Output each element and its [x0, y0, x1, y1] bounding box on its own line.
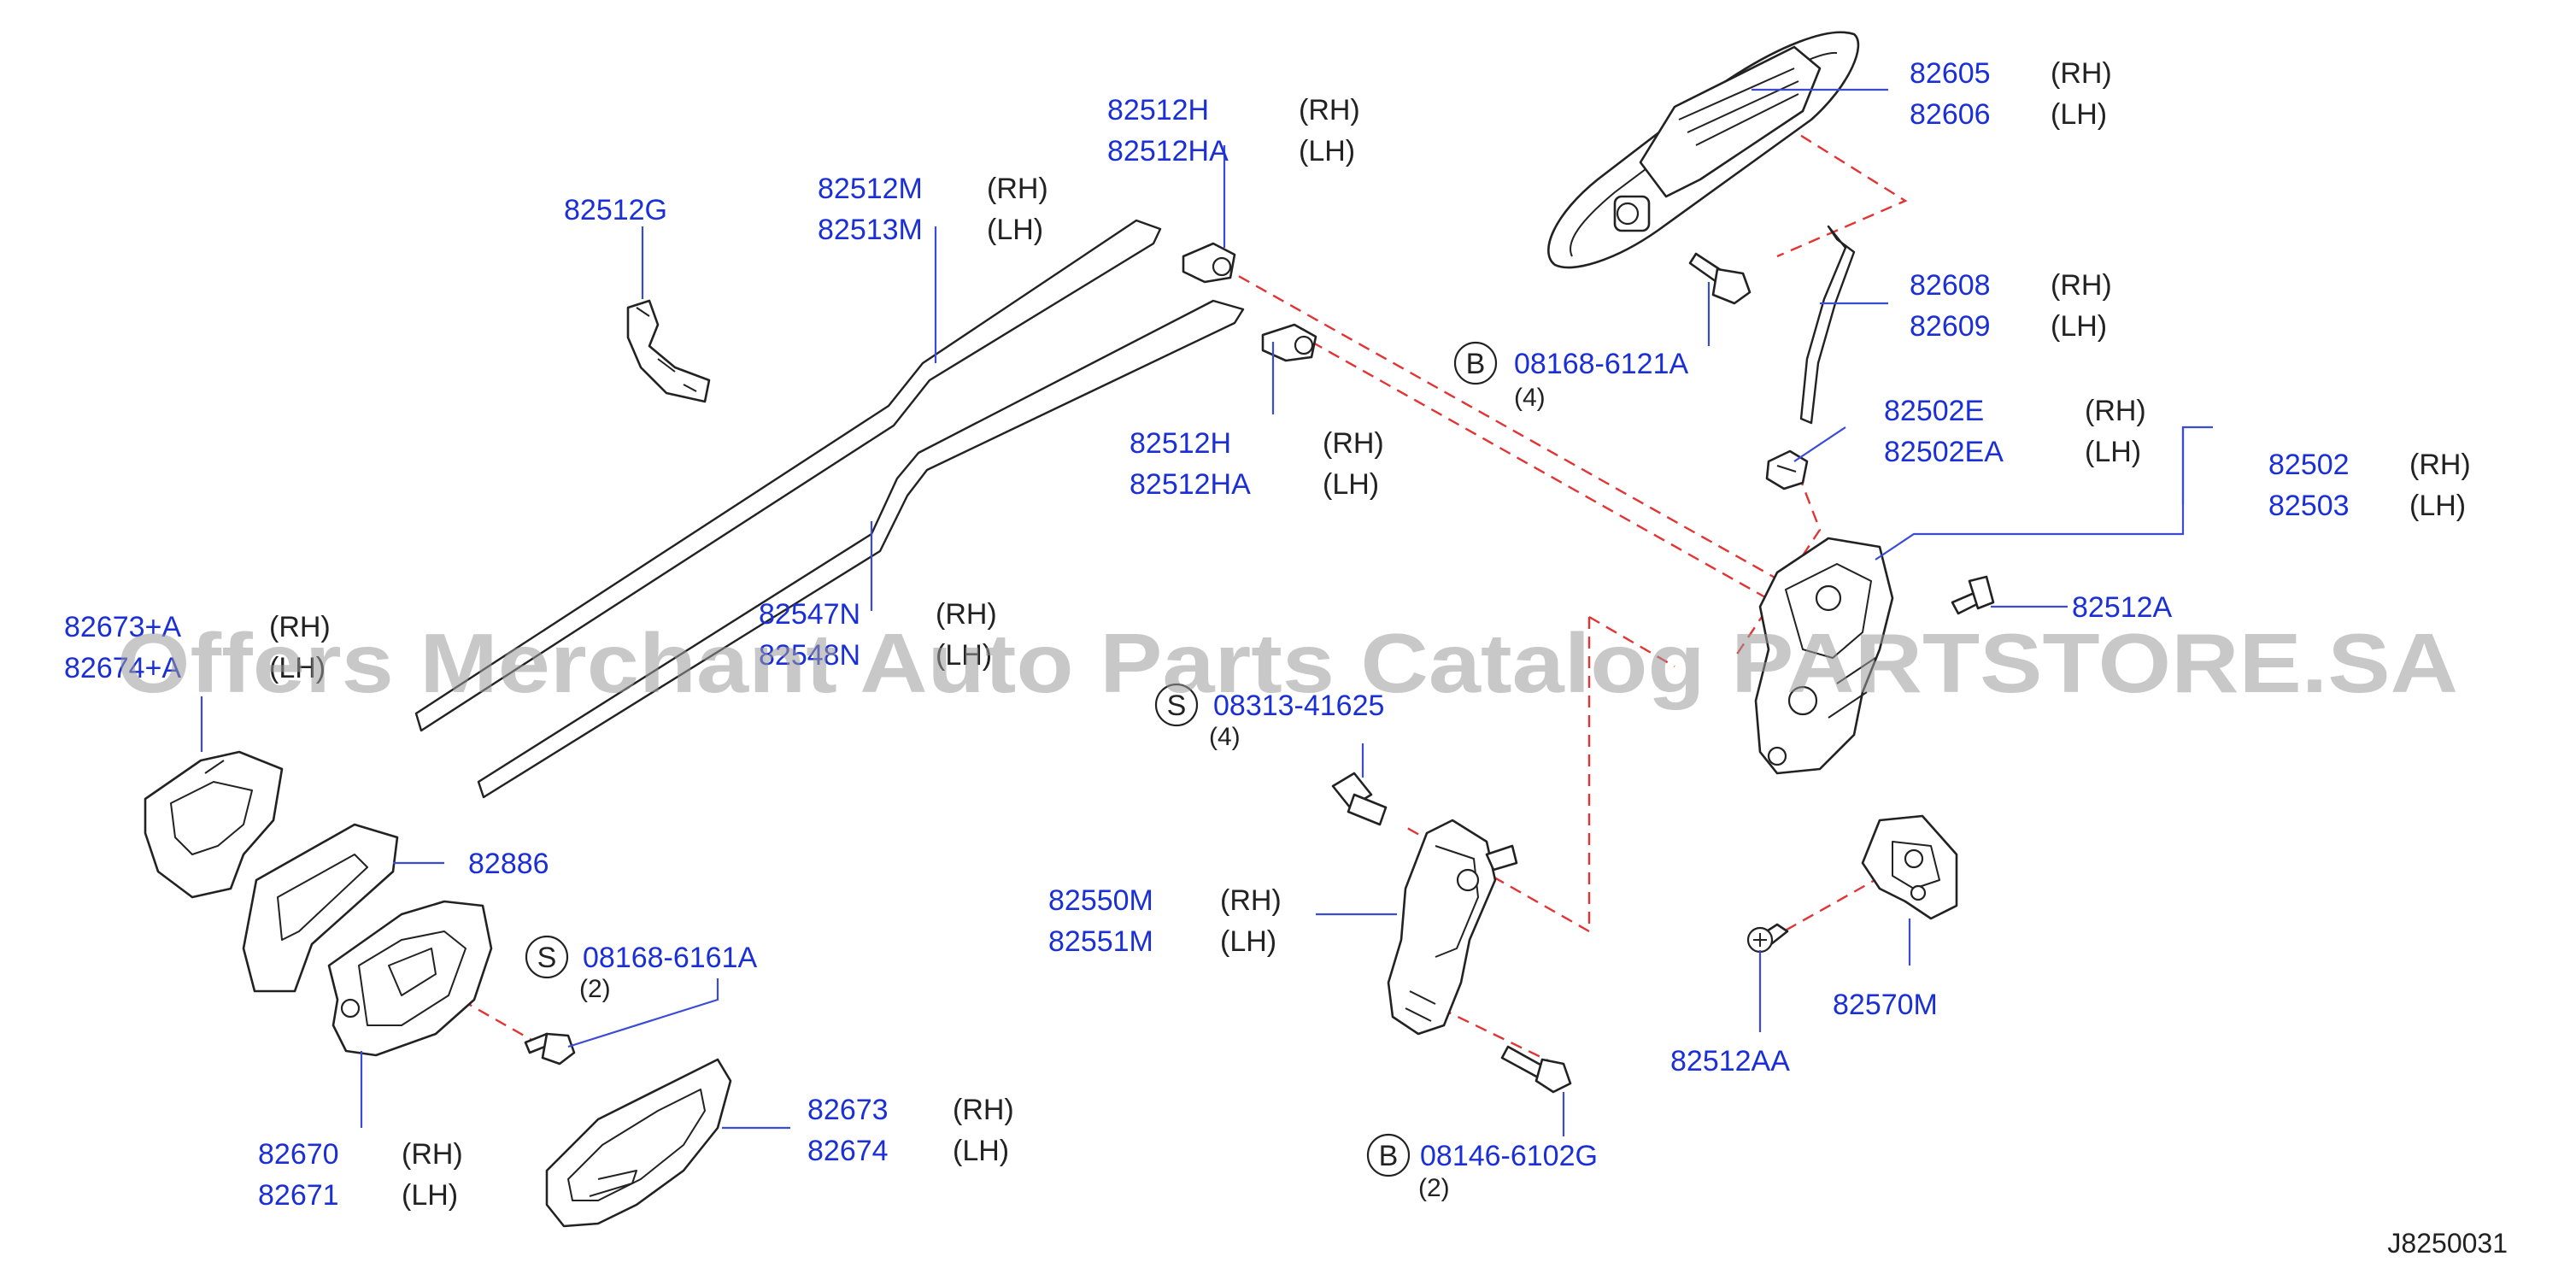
part-number-label[interactable]: 82547N [759, 598, 860, 631]
fastener-symbol-letter: S [1167, 690, 1187, 722]
part-number-label[interactable]: 82512M [818, 173, 923, 205]
fastener-quantity: (2) [579, 975, 611, 1003]
part-number-label[interactable]: 82512A [2072, 591, 2173, 624]
rod-82547n [477, 299, 1245, 799]
part-side-label: (LH) [936, 639, 992, 672]
part-number-label[interactable]: 82512HA [1130, 468, 1251, 501]
door-lock-actuator-82550m [1387, 819, 1518, 1036]
part-number-label[interactable]: 82886 [468, 848, 549, 880]
part-number-label[interactable]: 82512H [1107, 94, 1209, 126]
part-side-label: (RH) [402, 1138, 463, 1171]
part-number-label[interactable]: 82605 [1910, 57, 1991, 90]
part-side-label: (LH) [2085, 436, 2141, 468]
part-number-label[interactable]: 82673+A [64, 611, 181, 643]
part-side-label: (RH) [953, 1094, 1014, 1126]
part-number-label[interactable]: 82606 [1910, 98, 1991, 131]
part-side-label: (LH) [1299, 135, 1355, 167]
fastener-quantity: (4) [1209, 723, 1241, 751]
part-side-label: (LH) [987, 214, 1043, 246]
part-side-label: (RH) [2409, 449, 2471, 481]
part-side-label: (RH) [269, 611, 331, 643]
diagram-reference-code: J8250031 [2387, 1228, 2508, 1259]
bolt-08146-6102g [1500, 1045, 1572, 1094]
part-number-label[interactable]: 82674+A [64, 652, 181, 684]
gasket-82886 [242, 823, 399, 993]
fastener-symbol-letter: B [1466, 348, 1486, 380]
part-side-label: (RH) [2051, 269, 2112, 302]
watermark-text: Offers Merchant Auto Parts Catalog PARTS… [117, 616, 2458, 710]
part-side-label: (LH) [2409, 490, 2466, 522]
fastener-symbol-s-2: S [525, 935, 569, 979]
part-number-label[interactable]: 82550M [1048, 884, 1153, 917]
part-number-label[interactable]: 82513M [818, 214, 923, 246]
part-number-label[interactable]: 82551M [1048, 925, 1153, 958]
part-side-label: (RH) [2085, 395, 2146, 427]
fastener-symbol-letter: B [1379, 1140, 1399, 1172]
fastener-symbol-b-1: B [1453, 341, 1498, 385]
rod-clip-82512h-mid [1261, 323, 1317, 362]
part-number-label[interactable]: 82673 [807, 1094, 889, 1126]
part-side-label: (LH) [1220, 925, 1276, 958]
inside-handle-82670 [327, 900, 493, 1057]
part-number-label[interactable]: 82512G [564, 194, 667, 226]
fastener-symbol-letter: S [537, 942, 557, 974]
rod-82608 [1799, 225, 1856, 425]
part-number-label[interactable]: 82570M [1833, 989, 1938, 1021]
part-side-label: (RH) [2051, 57, 2112, 90]
fastener-quantity: (2) [1418, 1174, 1450, 1202]
bolt-08313-41625 [1331, 772, 1388, 826]
rod-82512m [414, 219, 1162, 732]
part-side-label: (LH) [402, 1179, 458, 1212]
fastener-symbol-s-1: S [1154, 683, 1199, 727]
rod-clip-82512h-top [1182, 242, 1236, 284]
part-side-label: (RH) [936, 598, 997, 631]
part-number-label[interactable]: 82512AA [1670, 1045, 1790, 1077]
part-number-label[interactable]: 08313-41625 [1213, 690, 1384, 722]
part-side-label: (LH) [953, 1135, 1009, 1167]
part-number-label[interactable]: 82609 [1910, 310, 1991, 343]
part-number-label[interactable]: 82608 [1910, 269, 1991, 302]
inside-handle-escutcheon [144, 750, 284, 899]
part-number-label[interactable]: 82512H [1130, 427, 1231, 460]
fastener-quantity: (4) [1514, 384, 1546, 412]
part-number-label[interactable]: 08146-6102G [1420, 1140, 1598, 1172]
screw-08168-6161a [524, 1032, 576, 1065]
part-number-label[interactable]: 82674 [807, 1135, 889, 1167]
escutcheon-82673 [545, 1058, 732, 1228]
part-labels: 82605 (RH) 82606 (LH) 82512H (RH) 82512H… [64, 57, 2471, 1212]
part-side-label: (RH) [1323, 427, 1384, 460]
part-number-label[interactable]: 82670 [258, 1138, 339, 1171]
striker-82570m [1861, 814, 1958, 920]
screw-82512aa [1746, 923, 1789, 954]
part-number-label[interactable]: 82512HA [1107, 135, 1229, 167]
part-side-label: (RH) [1220, 884, 1282, 917]
part-side-label: (LH) [1323, 468, 1379, 501]
bolt-08168-6121a [1688, 252, 1752, 305]
part-number-label[interactable]: 82671 [258, 1179, 339, 1212]
leader-lines [200, 88, 2213, 1136]
part-side-label: (LH) [2051, 310, 2107, 343]
part-number-label[interactable]: 82502EA [1884, 436, 2004, 468]
part-number-label[interactable]: 82502 [2268, 449, 2350, 481]
part-side-label: (RH) [987, 173, 1048, 205]
outside-door-handle [1547, 31, 1860, 269]
rod-holder-82512g [626, 299, 711, 403]
part-number-label[interactable]: 08168-6161A [583, 942, 758, 974]
part-side-label: (LH) [269, 652, 326, 684]
part-number-label[interactable]: 82503 [2268, 490, 2350, 522]
part-side-label: (LH) [2051, 98, 2107, 131]
part-number-label[interactable]: 08168-6121A [1514, 348, 1689, 380]
part-number-label[interactable]: 82502E [1884, 395, 1984, 427]
part-number-label[interactable]: 82548N [759, 639, 860, 672]
fastener-symbol-b-2: B [1366, 1133, 1411, 1177]
screw-82512a [1951, 575, 1995, 615]
part-side-label: (RH) [1299, 94, 1360, 126]
